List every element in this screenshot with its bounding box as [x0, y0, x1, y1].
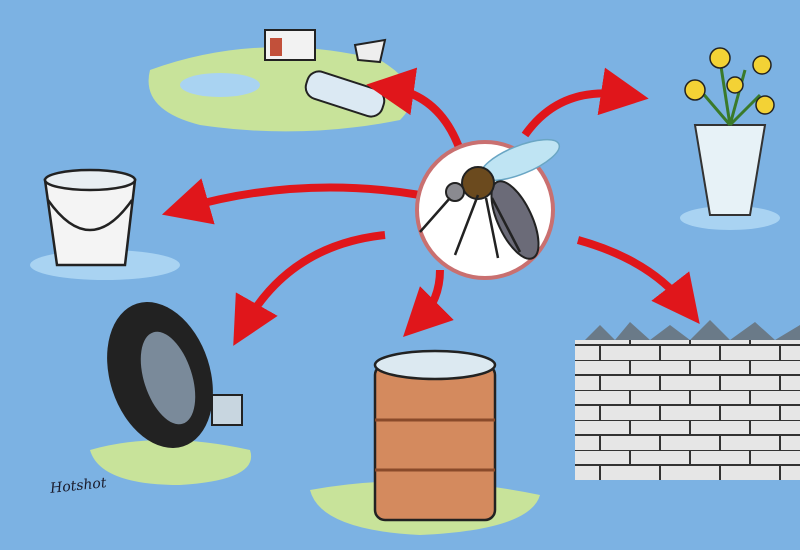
arrows [161, 67, 700, 346]
tire-site [90, 302, 252, 485]
barrel-site [310, 349, 540, 535]
litter-site [148, 29, 412, 132]
vase-site [680, 47, 780, 230]
wall-site [575, 320, 800, 480]
mosquito-badge [415, 138, 561, 280]
bucket-site [30, 168, 180, 280]
